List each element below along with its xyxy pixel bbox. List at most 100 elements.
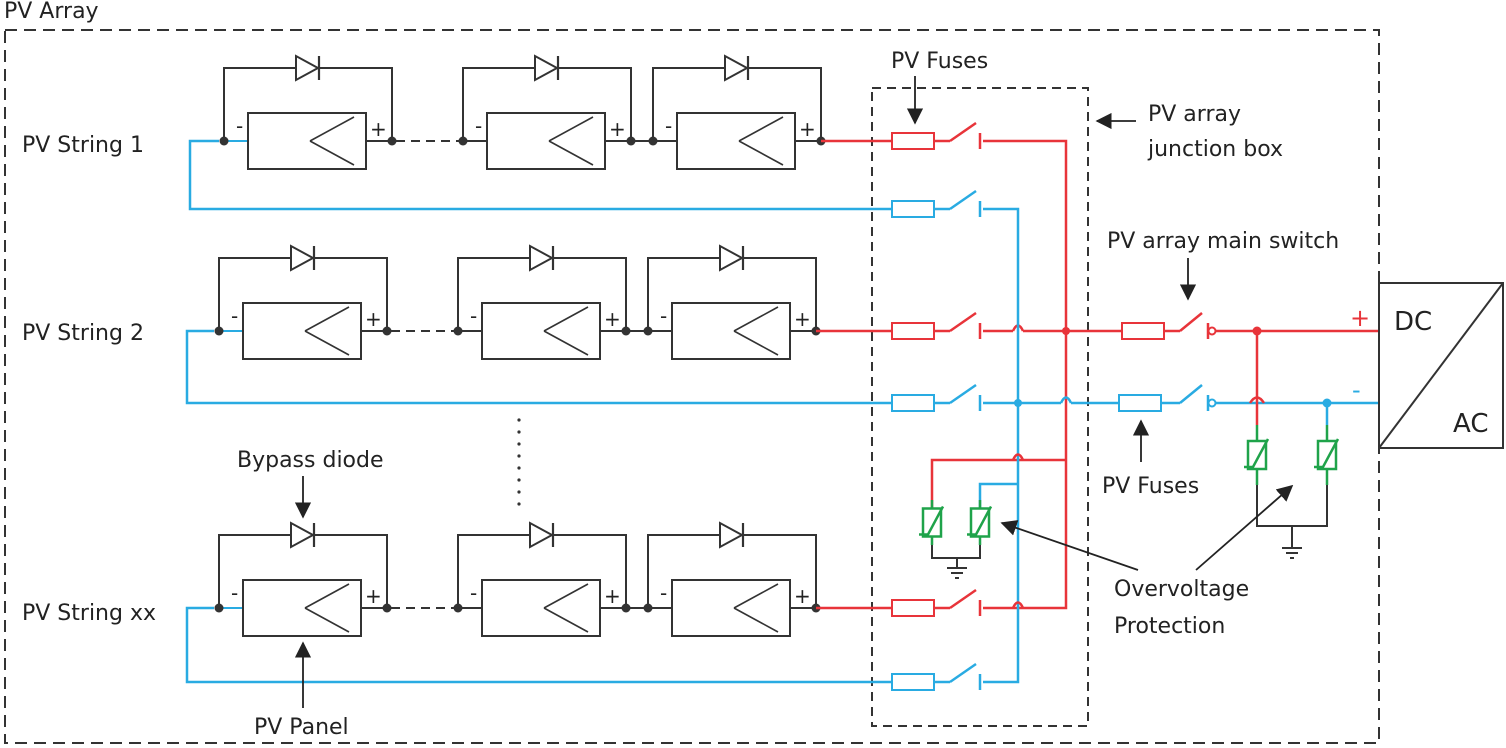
string-positive-switch	[934, 311, 982, 339]
main-positive-switch	[1179, 312, 1203, 332]
surge-arrester-icon	[919, 500, 945, 545]
main-switch-section: +-	[1118, 304, 1379, 559]
pv-string-1-label: PV String 1	[22, 133, 144, 158]
pv-array-label: PV Array	[4, 0, 99, 24]
bypass-diode-icon	[724, 54, 750, 82]
panel-plus-sign: +	[365, 584, 382, 608]
panel-node	[382, 603, 392, 613]
panel-plus-sign: +	[604, 307, 621, 331]
panel-minus-sign: -	[231, 304, 238, 328]
pv-module: -+	[453, 244, 631, 360]
string-negative-fuse	[891, 394, 935, 412]
pv-panel	[486, 112, 606, 170]
string-positive-switch	[934, 121, 982, 149]
string-negative-fuse	[891, 200, 935, 218]
pv-panel	[242, 302, 362, 360]
pv-module: -+	[458, 54, 636, 170]
overvoltage-arrow-right	[1195, 484, 1294, 571]
surge-arrester-icon	[1244, 425, 1270, 485]
panel-node	[219, 136, 229, 146]
pv-fuses-bottom-label: PV Fuses	[1102, 474, 1199, 499]
pv-panel	[242, 579, 362, 637]
pv-module: -+	[214, 244, 392, 360]
overvoltage-label-line2: Protection	[1114, 614, 1225, 639]
string-negative-switch	[934, 662, 982, 690]
bypass-diode-icon	[719, 521, 745, 549]
bypass-diode-icon	[534, 54, 560, 82]
bypass-diode-label: Bypass diode	[237, 448, 384, 473]
pv-string-2: -+-+-+	[185, 244, 982, 412]
pv-panel	[676, 112, 796, 170]
ground-icon	[947, 558, 967, 579]
main-negative-switch	[1179, 384, 1203, 404]
bypass-diode-icon	[290, 244, 316, 272]
dc-minus-sign: -	[1352, 376, 1361, 404]
main-positive-fuse	[1121, 322, 1165, 340]
junction-box-label-line1: PV array	[1148, 102, 1241, 127]
bypass-diode-icon	[529, 244, 555, 272]
panel-node	[453, 603, 463, 613]
panel-node	[643, 326, 653, 336]
panel-node	[453, 326, 463, 336]
panel-plus-sign: +	[370, 117, 387, 141]
output-node-pos	[1252, 326, 1262, 336]
negative-bus	[978, 207, 1122, 684]
string-positive-fuse	[891, 599, 935, 617]
pv-module: -+	[214, 521, 392, 637]
junction-box-boundary	[871, 87, 1089, 727]
panel-node	[621, 326, 631, 336]
pv-module: -+	[643, 521, 821, 637]
pv-string-2-label: PV String 2	[22, 321, 144, 346]
pv-module: -+	[648, 54, 826, 170]
string-negative-return	[185, 329, 892, 405]
surge-arrester-icon	[1314, 425, 1340, 485]
main-negative-fuse	[1118, 394, 1162, 412]
junction-box-label-line2: junction box	[1147, 137, 1283, 162]
string-negative-switch	[934, 189, 982, 217]
string-negative-fuse	[891, 673, 935, 691]
bypass-diode-icon	[290, 521, 316, 549]
string-negative-return	[185, 606, 892, 684]
junction-box-overvoltage-protection	[919, 500, 993, 579]
panel-minus-sign: -	[470, 304, 477, 328]
bypass-diode-icon	[529, 521, 555, 549]
panel-plus-sign: +	[794, 584, 811, 608]
panel-minus-sign: -	[236, 114, 243, 138]
panel-node	[214, 326, 224, 336]
pv-panel	[247, 112, 367, 170]
panel-node	[648, 136, 658, 146]
panel-minus-sign: -	[665, 114, 672, 138]
pv-panel	[671, 579, 791, 637]
more-strings-ellipsis	[517, 418, 521, 506]
panel-plus-sign: +	[799, 117, 816, 141]
pv-string-1: -+-+-+	[188, 54, 982, 218]
positive-bus	[930, 139, 1125, 610]
string-positive-fuse	[891, 132, 935, 150]
panel-minus-sign: -	[475, 114, 482, 138]
panel-plus-sign: +	[365, 307, 382, 331]
panel-minus-sign: -	[470, 581, 477, 605]
pv-module: -+	[643, 244, 821, 360]
wire-crossings	[1011, 453, 1025, 609]
junction-node-neg	[1014, 399, 1022, 407]
inverter-ac-label: AC	[1453, 409, 1488, 439]
string-positive-switch	[934, 588, 982, 616]
panel-minus-sign: -	[660, 581, 667, 605]
overvoltage-arrow-left	[1000, 520, 1139, 571]
overvoltage-label-line1: Overvoltage	[1114, 577, 1249, 602]
bypass-diode-icon	[295, 54, 321, 82]
dc-plus-sign: +	[1350, 304, 1370, 332]
inverter: DC AC	[1378, 282, 1504, 449]
junction-node-pos	[1062, 327, 1070, 335]
string-negative-switch	[934, 383, 982, 411]
panel-node	[458, 136, 468, 146]
surge-arrester-icon	[967, 500, 993, 545]
string-positive-fuse	[891, 322, 935, 340]
panel-node	[643, 603, 653, 613]
panel-node	[214, 603, 224, 613]
panel-node	[387, 136, 397, 146]
pv-panel	[481, 302, 601, 360]
ground-icon	[1282, 538, 1302, 559]
bypass-diode-icon	[719, 244, 745, 272]
pv-panel-label: PV Panel	[254, 715, 349, 740]
